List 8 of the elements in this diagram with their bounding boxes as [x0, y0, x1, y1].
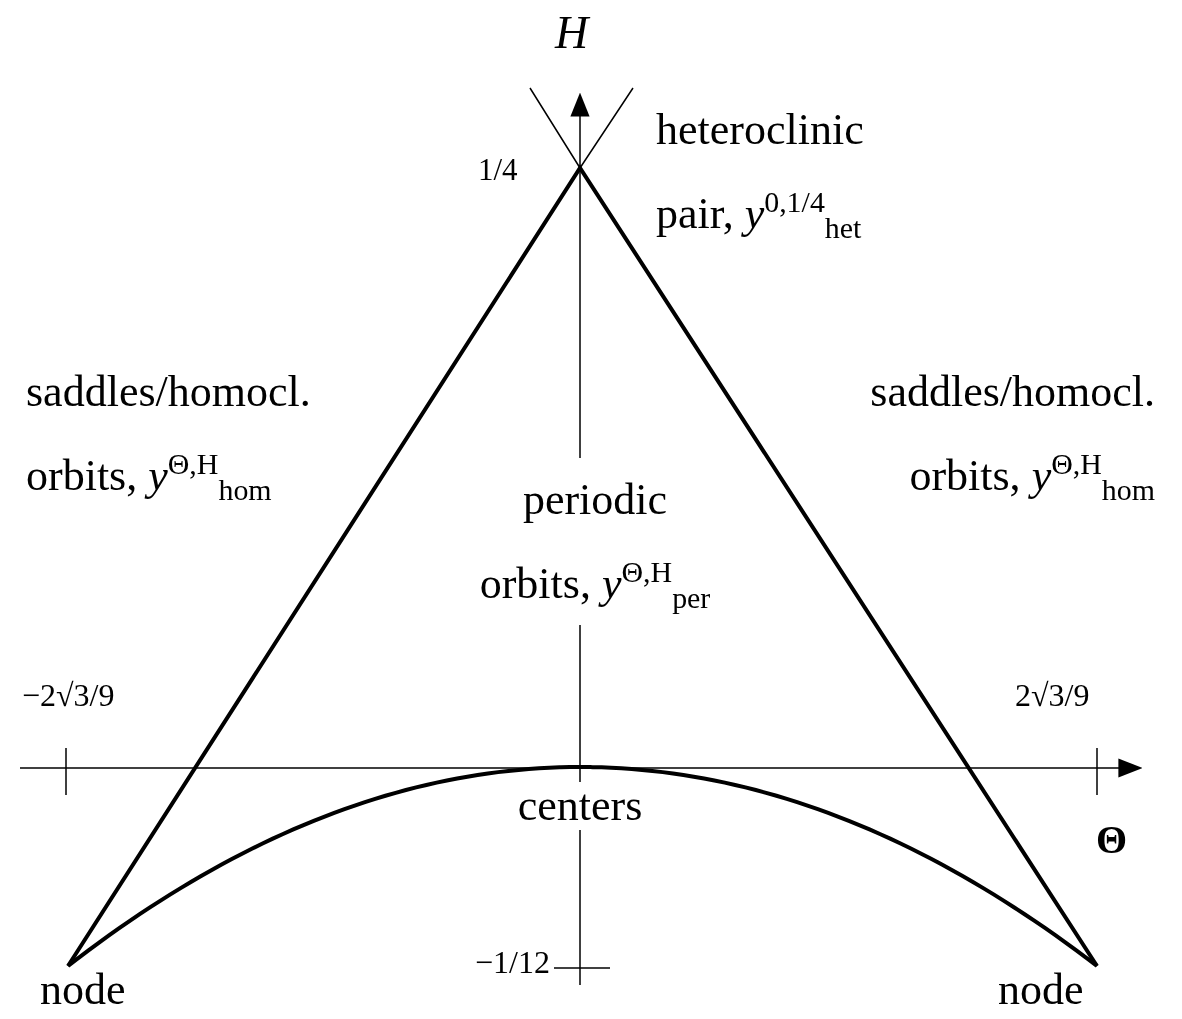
axis-label: H [555, 8, 592, 59]
axis-label: Θ [1096, 818, 1129, 862]
tick-label: 2√3/9 [1015, 678, 1091, 714]
tick-label: −1/12 [474, 945, 550, 981]
region-label: node [998, 966, 1085, 1015]
region-label: node [40, 966, 127, 1015]
tick-label: 1/4 [478, 153, 519, 188]
tick-label: −2√3/9 [22, 678, 116, 714]
